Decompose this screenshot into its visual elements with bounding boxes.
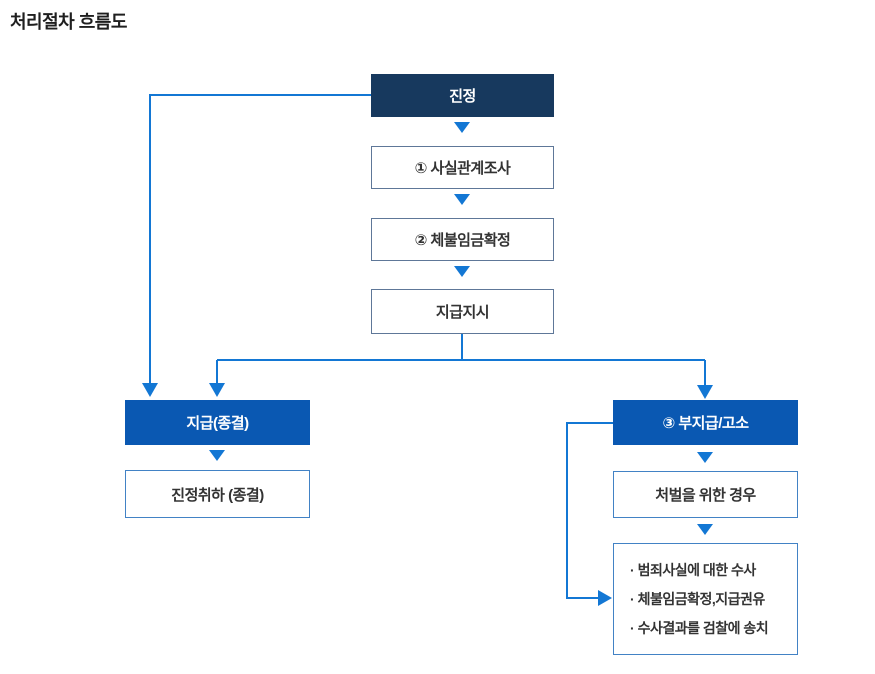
down-arrow-icon <box>454 194 470 205</box>
arrowhead-branch-left <box>209 383 225 397</box>
node-complaint: 진정 <box>371 74 554 117</box>
node-complaint-withdrawal: 진정취하 (종결) <box>125 470 310 518</box>
down-arrow-icon <box>209 450 225 461</box>
page-title: 처리절차 흐름도 <box>10 12 127 32</box>
node-investigation-list: 범죄사실에 대한 수사 체불임금확정,지급권유 수사결과를 검찰에 송치 <box>613 543 798 655</box>
arrowhead-branch-right <box>697 385 713 399</box>
investigation-item: 수사결과를 검찰에 송치 <box>630 614 769 643</box>
node-unpaid-wage-confirmation: ② 체불임금확정 <box>371 218 554 261</box>
investigation-item: 체불임금확정,지급권유 <box>630 585 766 614</box>
arrowhead-step3-to-investigation <box>598 590 612 606</box>
arrowhead-complaint-to-paid <box>142 383 158 397</box>
connector-step3-to-investigation <box>566 422 613 599</box>
node-punishment-case: 처벌을 위한 경우 <box>613 471 798 518</box>
down-arrow-icon <box>454 266 470 277</box>
node-nonpayment-accusation: ③ 부지급/고소 <box>613 400 798 445</box>
investigation-item: 범죄사실에 대한 수사 <box>630 556 757 585</box>
node-fact-investigation: ① 사실관계조사 <box>371 146 554 189</box>
down-arrow-icon <box>454 122 470 133</box>
node-payment-order: 지급지시 <box>371 289 554 334</box>
connector-complaint-to-paid <box>149 94 371 383</box>
down-arrow-icon <box>697 524 713 535</box>
down-arrow-icon <box>697 452 713 463</box>
node-paid-closed: 지급(종결) <box>125 400 310 445</box>
